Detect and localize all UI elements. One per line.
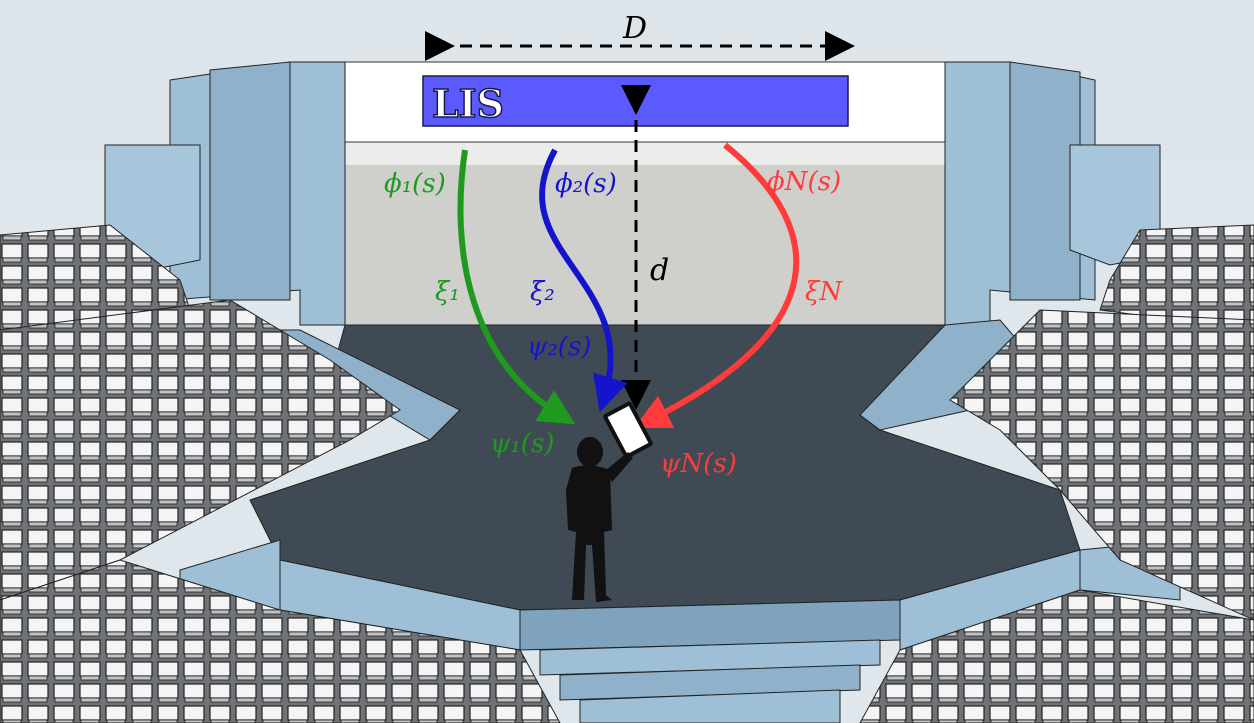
- back-wall-top: [345, 140, 945, 165]
- person-silhouette-icon: [566, 437, 633, 602]
- path-n-psi-label: ψN(s): [660, 449, 737, 479]
- width-dimension-label: D: [622, 11, 647, 46]
- path-2-phi-label: ϕ₂(s): [555, 169, 617, 199]
- front-steps: [519, 599, 901, 723]
- front-seating-left: [0, 559, 561, 723]
- distance-dimension-label: d: [650, 253, 669, 288]
- path-2-psi-label: ψ₂(s): [527, 332, 591, 362]
- left-tower-side: [209, 61, 291, 301]
- right-tower-side: [1009, 61, 1081, 301]
- path-1-psi-label: ψ₁(s): [490, 429, 554, 459]
- path-1-xi-label: ξ₁: [435, 277, 460, 307]
- path-1-phi-label: ϕ₁(s): [384, 169, 446, 199]
- tablet-device-icon: [603, 401, 653, 459]
- path-1-arrow: [457, 149, 576, 425]
- lis-label: LIS: [432, 81, 504, 126]
- front-seating-right: [859, 589, 1254, 723]
- path-n-phi-label: ϕN(s): [767, 167, 841, 197]
- path-n-xi-label: ξN: [805, 277, 843, 307]
- path-2-xi-label: ξ₂: [530, 277, 555, 307]
- right-seating: [949, 309, 1254, 621]
- path-2-arrow: [539, 148, 628, 413]
- path-n-arrow: [633, 142, 800, 429]
